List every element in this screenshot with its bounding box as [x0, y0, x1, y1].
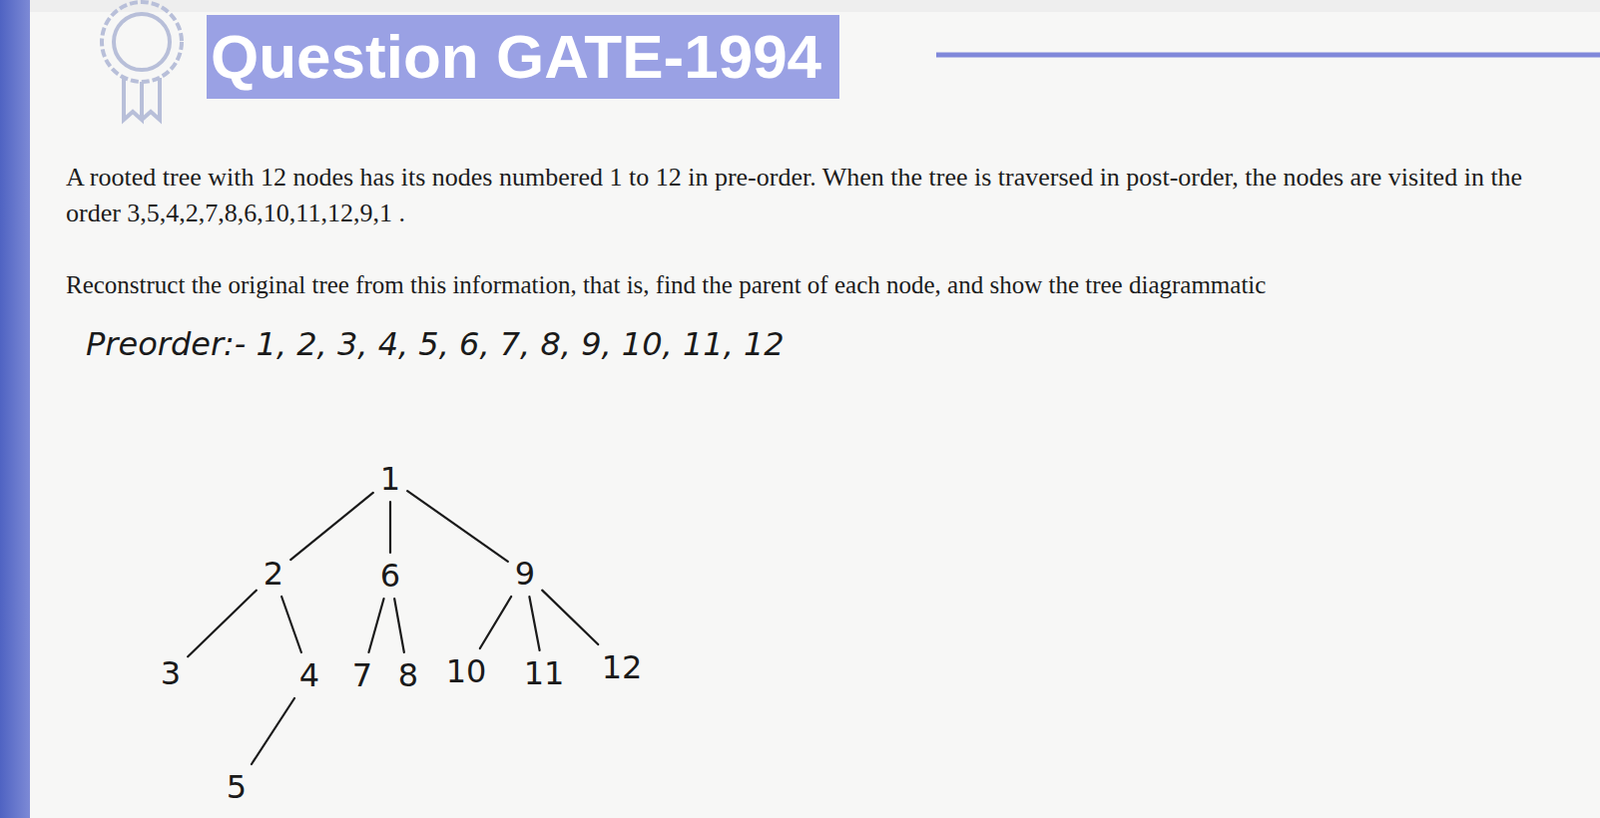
tree-edge — [541, 590, 598, 645]
node-number: 12 — [601, 649, 643, 686]
node-number: 9 — [515, 555, 535, 592]
tree-edge — [187, 590, 257, 658]
node-number: 2 — [263, 555, 284, 592]
top-band — [29, 0, 1600, 12]
side-strip — [0, 0, 30, 818]
tree-edge — [394, 598, 405, 653]
tree-node: 9 — [511, 553, 539, 594]
tree-edge — [529, 596, 539, 651]
node-number: 1 — [380, 461, 401, 498]
tree-node: 3 — [156, 653, 185, 694]
tree-node: 12 — [597, 647, 647, 688]
question-text: Reconstruct the original tree from this … — [65, 267, 1266, 304]
node-number: 7 — [352, 657, 373, 694]
tree-node: 8 — [394, 655, 423, 696]
tree-node: 5 — [222, 767, 251, 808]
handwritten-note: Preorder:- 1, 2, 3, 4, 5, 6, 7, 8, 9, 10… — [85, 325, 785, 364]
tree-node: 2 — [259, 553, 288, 594]
node-number: 4 — [299, 657, 320, 694]
node-number: 8 — [398, 657, 419, 694]
tree-edge — [368, 598, 384, 653]
tree-node: 10 — [442, 651, 492, 692]
node-number: 3 — [160, 655, 181, 692]
badge-icon — [101, 1, 182, 120]
tree-node: 6 — [376, 555, 405, 596]
node-number: 10 — [446, 653, 488, 690]
title-rule — [936, 52, 1600, 58]
tree-edge — [281, 596, 302, 653]
slide-title: Question GATE-1994 — [206, 14, 840, 99]
tree-node: 4 — [295, 655, 324, 696]
node-number: 11 — [524, 655, 565, 692]
node-number: 5 — [226, 769, 247, 806]
tree-edge — [480, 596, 512, 649]
tree-node: 7 — [348, 655, 377, 696]
tree-edge — [290, 493, 374, 560]
node-number: 6 — [380, 557, 401, 594]
tree-edge — [251, 698, 295, 765]
question-text: A rooted tree with 12 nodes has its node… — [65, 159, 1544, 232]
tree-edge — [390, 502, 392, 553]
tree-node: 1 — [376, 459, 405, 500]
tree-node: 11 — [520, 653, 569, 694]
tree-edge — [407, 491, 509, 562]
